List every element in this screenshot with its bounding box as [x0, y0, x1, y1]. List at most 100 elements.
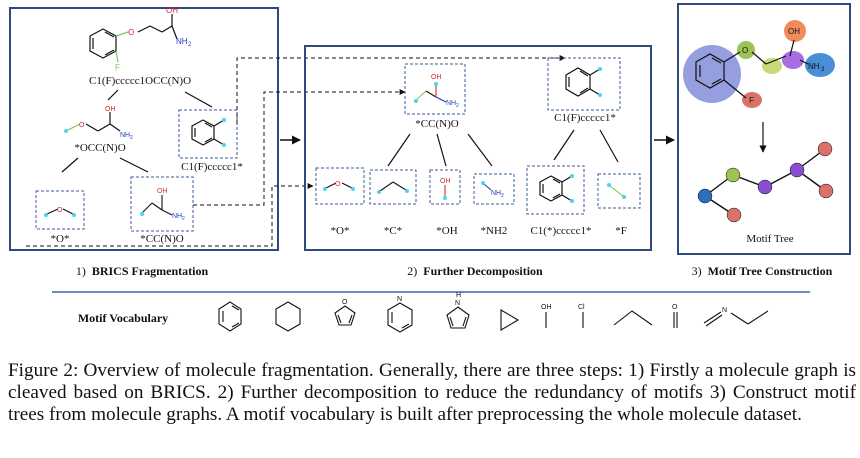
panel2-title-num: 2) — [407, 264, 417, 278]
smiles-top-left: *CC(N)O — [415, 118, 458, 130]
attach-point — [598, 93, 602, 97]
attach-point — [443, 196, 447, 200]
attach-point — [64, 129, 68, 133]
frag-box-o — [35, 190, 85, 230]
molecule-d-benzene — [539, 175, 573, 202]
panel3-title-num: 3) — [692, 264, 702, 278]
panel-tree-frame — [677, 3, 851, 255]
highlight-oh — [784, 20, 806, 42]
attach-point — [140, 212, 144, 216]
atom-o: O — [79, 122, 85, 129]
dash-arrow-ccno — [193, 89, 406, 206]
attach-point — [351, 187, 355, 191]
panel1-title: 1) BRICS Fragmentation — [76, 264, 209, 278]
vocab-pyridine — [387, 302, 413, 333]
highlight-ring — [683, 45, 741, 103]
frag-box-d-f — [597, 173, 641, 209]
frag-label-ccno: *CC(N)O — [140, 233, 183, 245]
vocab-chloro-cl: Cl — [578, 304, 585, 311]
frag-box-d-o — [315, 167, 365, 205]
molecule-d-c — [379, 181, 407, 192]
atom-o: O — [335, 181, 341, 188]
atom-oh: OH — [105, 106, 116, 113]
atom-nh2-sub: 2 — [188, 42, 192, 48]
atom-nh2: NH — [446, 100, 456, 107]
highlight-cn — [782, 51, 804, 69]
frag-label-o: *O* — [51, 233, 70, 245]
smiles-root: C1(F)ccccc1OCC(N)O — [89, 75, 191, 87]
edge-d3 — [467, 133, 493, 167]
atom-nh2-sub: 2 — [456, 103, 459, 109]
frag-box-top-ccno — [404, 63, 466, 115]
frag-box-d-oh — [429, 169, 461, 205]
molecule-top-benzene — [565, 67, 601, 97]
edge-left-o — [61, 157, 79, 173]
edge-d5 — [599, 129, 619, 163]
vocab-pyrrole-h: H — [456, 292, 461, 299]
atom-nh2-sub: 2 — [130, 135, 133, 141]
edge-left-ccno — [119, 157, 149, 173]
edge-root-right — [184, 91, 213, 108]
molecule-o — [46, 208, 74, 215]
frag-box-d-c — [369, 169, 417, 205]
vocab-label: Motif Vocabulary — [78, 311, 168, 325]
bond — [483, 183, 492, 191]
atom-nh2: NH — [172, 213, 182, 220]
panel-decompose-frame — [304, 45, 652, 251]
atom-o: O — [742, 46, 748, 55]
attach-point — [72, 213, 76, 217]
highlight-o — [737, 41, 755, 59]
attach-point — [598, 67, 602, 71]
attach-point — [405, 189, 409, 193]
atom-nh2: NH — [491, 190, 501, 197]
molecule-top-ccno — [415, 82, 447, 103]
frag-label-d-o: *O* — [331, 225, 350, 237]
vocab-carbonyl-o: O — [672, 304, 678, 311]
frag-box-d-nh2 — [473, 173, 515, 205]
dash-arrow-o — [26, 183, 314, 247]
atom-nh2-sub: 2 — [501, 193, 504, 199]
highlight-nh3 — [805, 53, 835, 77]
highlight-c — [762, 58, 782, 74]
atom-oh: OH — [157, 188, 168, 195]
atom-o: O — [57, 207, 63, 214]
panel3-title: 3) Motif Tree Construction — [692, 264, 833, 278]
panel3-title-bold: Motif Tree Construction — [708, 264, 833, 278]
vocab-imine-n: N — [722, 307, 727, 314]
attach-point — [414, 99, 418, 103]
edge-d2 — [436, 133, 447, 167]
frag-label-d-oh: *OH — [436, 225, 457, 237]
atom-oh: OH — [788, 27, 800, 36]
edge-root-left — [107, 89, 119, 101]
attach-point — [44, 213, 48, 217]
tree-node-nh — [818, 183, 834, 199]
atom-oh: OH — [440, 178, 451, 185]
attach-point — [434, 82, 438, 86]
atom-oh: OH — [431, 74, 442, 81]
frag-box-d-benzene — [526, 165, 585, 215]
vocab-propane — [613, 310, 653, 326]
molecule-tree — [695, 39, 809, 99]
vocab-carbonyl — [673, 312, 678, 328]
vocab-furan-o: O — [342, 299, 348, 306]
vocab-hydroxyl-oh: OH — [541, 304, 552, 311]
atom-nh3: NH — [808, 62, 820, 71]
molecule-root — [89, 14, 178, 63]
panel2-title: 2) Further Decomposition — [407, 264, 543, 278]
vocab-benzene — [218, 301, 242, 332]
smiles-left: *OCC(N)O — [74, 142, 125, 154]
smiles-top-right: C1(F)ccccc1* — [554, 112, 616, 124]
atom-o: O — [128, 28, 134, 37]
tree-node-c — [757, 179, 773, 195]
tree-node-ring — [697, 188, 713, 204]
panel1-title-num: 1) — [76, 264, 86, 278]
panel1-title-bold: BRICS Fragmentation — [92, 264, 209, 278]
vocab-pyrrole-n: N — [455, 300, 460, 307]
vocab-cyclohexane — [275, 301, 301, 332]
figure-caption: Figure 2: Overview of molecule fragmenta… — [8, 360, 856, 425]
highlight-f — [742, 92, 762, 108]
attach-point — [323, 187, 327, 191]
molecule-ccno — [141, 195, 173, 216]
vocab-cyclopropane — [500, 309, 520, 331]
frag-label-d-f: *F — [615, 225, 627, 237]
